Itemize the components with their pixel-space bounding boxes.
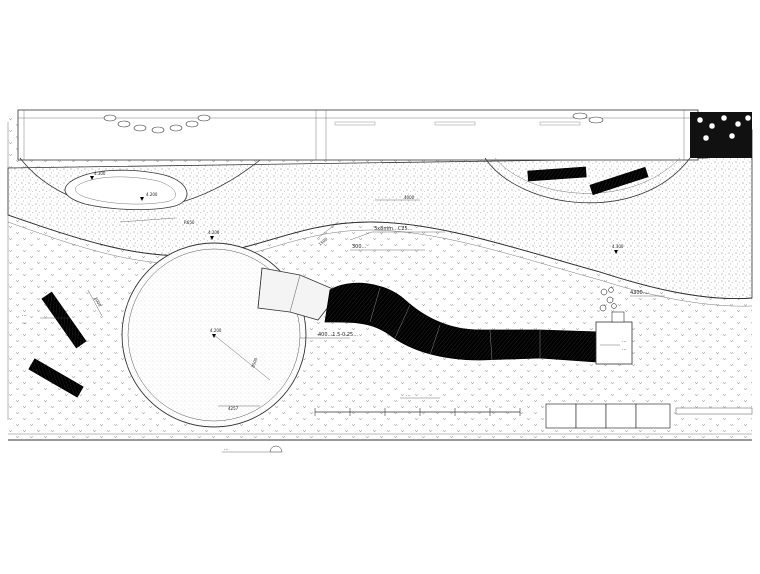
elev-pond: 4.200	[146, 192, 158, 197]
benches-top	[527, 166, 649, 196]
elev-top-left: 4.300	[94, 171, 106, 176]
paving-slabs	[545, 403, 671, 429]
bench-note-1: ...	[22, 312, 27, 318]
plant-note: 4300...	[630, 290, 648, 296]
bench-note-2: ...	[22, 320, 27, 326]
shrubs-cluster	[599, 287, 617, 312]
leader-b: 300...	[352, 244, 367, 250]
slide-exit	[595, 321, 633, 365]
stepping-stones-arc	[103, 114, 211, 134]
leader-a: 3x8mm...C25...	[374, 226, 413, 232]
dim-d5: 2000	[93, 296, 103, 308]
dim-d1: 4000	[404, 195, 415, 200]
fence-note: ...	[406, 392, 411, 398]
dim-d2: R650	[184, 220, 195, 225]
elev-circle-top: 4.200	[208, 230, 220, 235]
circle-note: 400...1.5-0.25...	[318, 332, 358, 338]
elevation-markers	[90, 176, 618, 338]
dim-d4: 4257	[228, 406, 239, 411]
footer-label: ...	[224, 446, 229, 452]
dim-d6: 1500	[317, 236, 328, 247]
dim-d3: 8500	[250, 357, 258, 369]
elev-circle-center: 4.200	[210, 328, 222, 333]
slide-note-1: ...	[622, 338, 627, 344]
slide-note-2: ...	[622, 346, 627, 352]
elev-right-band: 4.300	[612, 244, 624, 249]
benches-left	[28, 291, 87, 398]
